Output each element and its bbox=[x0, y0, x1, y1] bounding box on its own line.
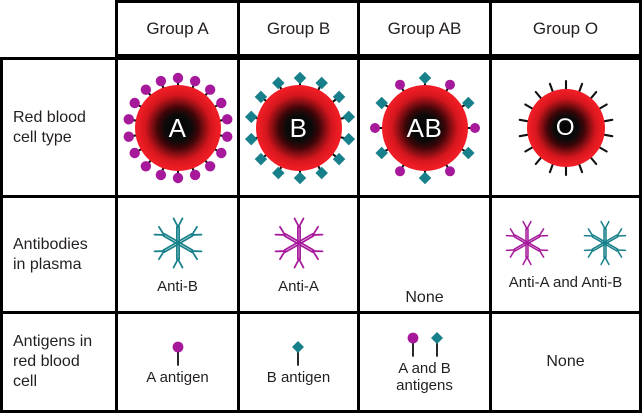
cell-antibodies-group-ab: None bbox=[360, 198, 492, 314]
rbc-letter: B bbox=[289, 112, 308, 143]
antibody-y-icon bbox=[153, 217, 202, 269]
antibody-caption: Anti-B bbox=[157, 278, 198, 295]
cell-antigen-group-o: None bbox=[492, 314, 642, 413]
antibody-caption: Anti-A and Anti-B bbox=[508, 274, 623, 291]
cell-antibodies-group-o: Anti-A and Anti-B bbox=[492, 198, 642, 314]
row-label-line: in plasma bbox=[13, 255, 82, 273]
cell-rbc-group-ab: AB bbox=[360, 57, 492, 198]
column-header-group-a: Group A bbox=[115, 0, 240, 57]
table-row: Red blood cell type A B bbox=[0, 57, 642, 198]
row-label-line: cell type bbox=[13, 128, 72, 146]
antigen-ball-icon bbox=[123, 72, 233, 183]
antigen-diamond-icon bbox=[292, 340, 305, 366]
antigen-caption: B antigen bbox=[266, 368, 331, 386]
antigen-ball-icon bbox=[407, 332, 418, 357]
antibody-caption: Anti-A bbox=[278, 278, 319, 295]
cell-antibodies-group-a: Anti-B bbox=[115, 198, 240, 314]
cell-antigen-group-a: A antigen bbox=[115, 314, 240, 413]
antigen-ball-icon bbox=[172, 341, 183, 366]
antigen-diamond-icon bbox=[245, 71, 355, 184]
cell-rbc-group-b: B bbox=[240, 57, 360, 198]
rbc-body: O bbox=[526, 88, 605, 167]
antibody-y-icon bbox=[274, 217, 323, 269]
column-header-label: Group A bbox=[146, 18, 209, 38]
cell-antigen-group-ab: A and B antigens bbox=[360, 314, 492, 413]
antibody-y-icon bbox=[505, 220, 548, 266]
cell-antigen-group-b: B antigen bbox=[240, 314, 360, 413]
antigen-caption: None bbox=[546, 353, 585, 370]
rbc-body: AB bbox=[381, 84, 468, 171]
column-header-label: Group B bbox=[266, 18, 331, 38]
rbc-letter: AB bbox=[406, 112, 443, 143]
row-label-antibodies-in-plasma: Antibodies in plasma bbox=[0, 198, 115, 314]
red-blood-cell-icon: AB bbox=[365, 68, 485, 188]
table-row: Antibodies in plasma Anti-B Anti-A None bbox=[0, 198, 642, 314]
red-blood-cell-icon: B bbox=[240, 68, 357, 188]
cell-rbc-group-a: A bbox=[115, 57, 240, 198]
cell-antibodies-group-b: Anti-A bbox=[240, 198, 360, 314]
antibody-y-icon bbox=[583, 220, 626, 266]
column-header-group-o: Group O bbox=[492, 0, 642, 57]
row-label-line: Antigens in bbox=[13, 333, 93, 350]
rbc-body: A bbox=[134, 84, 221, 171]
column-header-label: Group O bbox=[532, 18, 599, 38]
cell-rbc-group-o: O bbox=[492, 57, 642, 198]
row-label-antigens-in-red-blood-cell: Antigens in red blood cell bbox=[0, 314, 115, 413]
column-header-group-b: Group B bbox=[240, 0, 360, 57]
red-blood-cell-icon: A bbox=[118, 68, 237, 188]
row-label-line: Antibodies bbox=[13, 235, 88, 253]
antigen-caption: A and B bbox=[398, 360, 451, 377]
antigen-caption: antigens bbox=[396, 377, 453, 394]
header-corner-blank bbox=[0, 0, 115, 57]
antigen-ball-and-diamond-icon bbox=[369, 71, 480, 184]
row-label-red-blood-cell-type: Red blood cell type bbox=[0, 57, 115, 198]
rbc-letter: A bbox=[168, 112, 187, 143]
antigen-caption: A antigen bbox=[146, 368, 209, 386]
row-label-line: cell bbox=[13, 373, 38, 390]
antibody-caption: None bbox=[405, 289, 444, 306]
rbc-letter: O bbox=[555, 113, 576, 141]
row-label-line: red blood bbox=[13, 353, 80, 370]
red-blood-cell-icon: O bbox=[506, 68, 626, 188]
column-header-label: Group AB bbox=[387, 18, 462, 38]
table-header-row: Group A Group B Group AB Group O bbox=[0, 0, 642, 57]
rbc-body: B bbox=[255, 84, 342, 171]
row-label-line: Red blood bbox=[13, 108, 86, 126]
column-header-group-ab: Group AB bbox=[360, 0, 492, 57]
table-row: Antigens in red blood cell A antigen B a… bbox=[0, 314, 642, 413]
antigen-diamond-icon bbox=[430, 332, 443, 357]
